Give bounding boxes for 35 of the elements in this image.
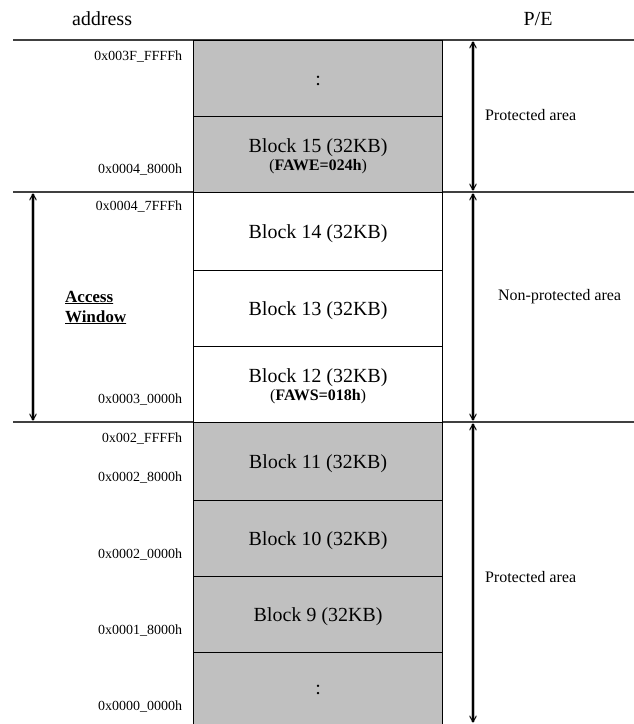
block-label: : (315, 68, 321, 90)
memory-block (193, 192, 443, 272)
memory-block (193, 270, 443, 348)
block-label: Block 10 (32KB) (248, 528, 388, 550)
address-label: 0x0001_8000h (97, 623, 182, 640)
address-label: 0x0004_7FFFh (94, 199, 182, 216)
block-label: Block 14 (32KB) (248, 220, 388, 243)
block-note: (FAWS=018h) (270, 386, 366, 405)
memory-block (193, 422, 443, 502)
address-label: 0x0000_0000h (97, 699, 182, 716)
address-label: 0x002_FFFFh (100, 431, 182, 448)
address-label: 0x0002_0000h (97, 547, 182, 564)
memory-block (193, 500, 443, 578)
address-label: 0x0004_8000h (97, 162, 182, 178)
block-label: Block 9 (32KB) (254, 604, 382, 626)
column-header: address (71, 8, 133, 31)
block-label: Block 13 (32KB) (248, 298, 388, 320)
area-label: Non-protected area (496, 287, 622, 306)
column-header: P/E (522, 8, 554, 31)
memory-block (193, 346, 443, 424)
address-label: 0x0002_8000h (97, 470, 182, 486)
address-label: 0x0003_0000h (97, 392, 182, 408)
area-label: Protected area (485, 107, 578, 126)
block-label: Block 11 (32KB) (248, 450, 388, 473)
area-label: Protected area (485, 569, 578, 588)
block-label: Block 15 (32KB) (248, 134, 388, 157)
address-label: 0x003F_FFFFh (93, 49, 182, 66)
block-note: (FAWE=024h) (269, 156, 367, 175)
window-label: Access Window (65, 287, 128, 326)
memory-block (193, 652, 443, 724)
block-label: Block 12 (32KB) (248, 364, 388, 387)
memory-block (193, 576, 443, 654)
memory-block (193, 116, 443, 194)
block-label: : (315, 677, 321, 700)
memory-block (193, 40, 443, 118)
